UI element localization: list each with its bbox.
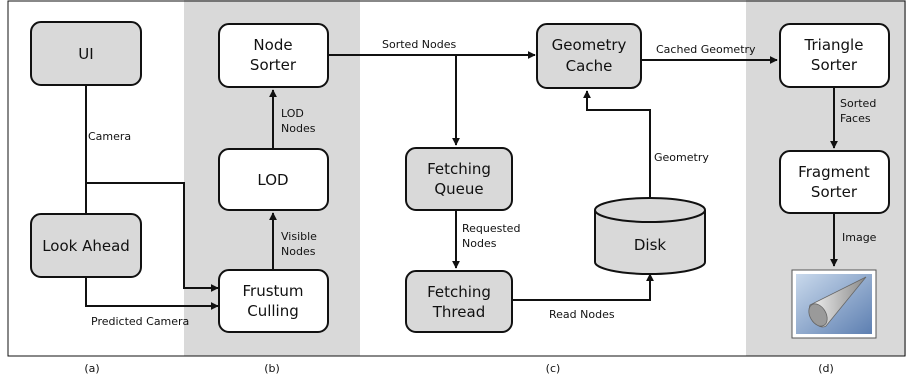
node-look-ahead-label: Look Ahead bbox=[42, 237, 130, 255]
node-node-sorter-label-line2: Sorter bbox=[250, 56, 297, 74]
diagram-frame bbox=[7, 0, 906, 357]
node-geometry-cache-box bbox=[536, 23, 642, 89]
edge-label-sorted-faces-line1: Sorted bbox=[840, 97, 876, 110]
edge-label-predicted-camera: Predicted Camera bbox=[91, 315, 189, 328]
node-triangle-sorter-box bbox=[779, 23, 890, 88]
panel-label-b: (b) bbox=[264, 362, 280, 375]
disk-cylinder-top bbox=[594, 197, 706, 223]
node-fetching-queue: Fetching Queue bbox=[405, 147, 513, 211]
node-look-ahead: Look Ahead bbox=[30, 213, 142, 278]
node-ui: UI bbox=[30, 21, 142, 86]
node-lod-box bbox=[218, 148, 329, 211]
node-node-sorter-box bbox=[218, 23, 329, 88]
edge-label-read-nodes: Read Nodes bbox=[549, 308, 615, 321]
disk-cylinder-body bbox=[594, 210, 706, 275]
node-node-sorter-label-line1: Node bbox=[253, 36, 292, 54]
node-frustum-culling: Frustum Culling bbox=[218, 269, 329, 333]
node-triangle-sorter-label-line1: Triangle bbox=[804, 36, 864, 54]
edge-label-lod-nodes-line2: Nodes bbox=[281, 122, 316, 135]
node-fetching-thread-box bbox=[405, 270, 513, 333]
node-triangle-sorter-label-line2: Sorter bbox=[811, 56, 858, 74]
node-look-ahead-box bbox=[30, 213, 142, 278]
edge-predicted-camera bbox=[85, 277, 219, 310]
edge-label-requested-nodes-line2: Nodes bbox=[462, 237, 497, 250]
node-lod: LOD bbox=[218, 148, 329, 211]
node-geometry-cache-label-line1: Geometry bbox=[552, 36, 627, 54]
edge-label-image: Image bbox=[842, 231, 877, 244]
edge-label-sorted-faces-line2: Faces bbox=[840, 112, 871, 125]
node-geometry-cache-label-line2: Cache bbox=[566, 57, 613, 75]
node-node-sorter: Node Sorter bbox=[218, 23, 329, 88]
node-triangle-sorter: Triangle Sorter bbox=[779, 23, 890, 88]
node-frustum-culling-label-line1: Frustum bbox=[242, 282, 303, 300]
node-disk-label: Disk bbox=[634, 236, 667, 254]
panel-label-d: (d) bbox=[818, 362, 834, 375]
node-fetching-thread-label-line1: Fetching bbox=[427, 283, 491, 301]
node-frustum-culling-box bbox=[218, 269, 329, 333]
node-fetching-queue-label-line1: Fetching bbox=[427, 160, 491, 178]
edge-label-geometry: Geometry bbox=[654, 151, 709, 164]
node-lod-label: LOD bbox=[257, 171, 288, 189]
cone-render-icon bbox=[791, 269, 877, 339]
edge-geometry bbox=[583, 90, 651, 199]
node-ui-label: UI bbox=[78, 45, 93, 63]
node-geometry-cache: Geometry Cache bbox=[536, 23, 642, 89]
node-fetching-queue-box bbox=[405, 147, 513, 211]
edge-read-nodes bbox=[512, 273, 654, 301]
edge-label-cached-geometry: Cached Geometry bbox=[656, 43, 756, 56]
edge-label-sorted-nodes: Sorted Nodes bbox=[382, 38, 457, 51]
panel-label-a: (a) bbox=[84, 362, 99, 375]
node-disk: Disk bbox=[594, 197, 706, 275]
node-fragment-sorter: Fragment Sorter bbox=[779, 150, 890, 214]
edge-label-camera: Camera bbox=[88, 130, 131, 143]
edge-camera-to-frustum bbox=[86, 182, 219, 292]
node-fragment-sorter-label-line2: Sorter bbox=[811, 183, 858, 201]
panel-label-c: (c) bbox=[546, 362, 561, 375]
node-fetching-queue-label-line2: Queue bbox=[434, 180, 483, 198]
node-fragment-sorter-label-line1: Fragment bbox=[798, 163, 870, 181]
node-fragment-sorter-box bbox=[779, 150, 890, 214]
edge-label-requested-nodes-line1: Requested bbox=[462, 222, 520, 235]
node-ui-box bbox=[30, 21, 142, 86]
edges bbox=[85, 51, 838, 310]
node-fetching-thread-label-line2: Thread bbox=[432, 303, 485, 321]
render-cone-base bbox=[808, 303, 828, 327]
edge-label-lod-nodes-line1: LOD bbox=[281, 107, 304, 120]
edge-label-visible-nodes-line2: Nodes bbox=[281, 245, 316, 258]
node-fetching-thread: Fetching Thread bbox=[405, 270, 513, 333]
node-frustum-culling-label-line2: Culling bbox=[247, 302, 299, 320]
edge-label-visible-nodes-line1: Visible bbox=[281, 230, 317, 243]
